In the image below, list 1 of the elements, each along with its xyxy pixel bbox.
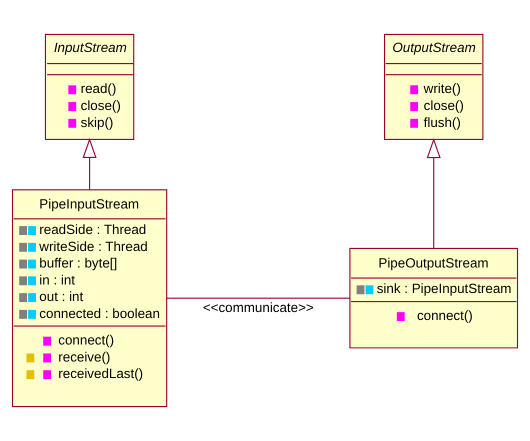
- edge-label: <<communicate>>: [202, 300, 314, 316]
